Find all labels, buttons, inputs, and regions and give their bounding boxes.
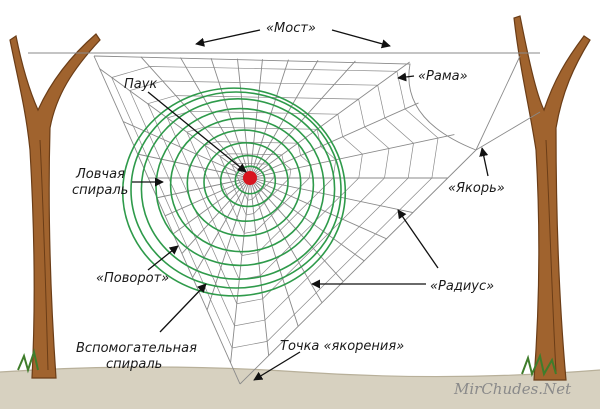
label-aux-spiral-2: спираль: [106, 357, 162, 372]
web-radius-thread: [249, 60, 356, 179]
web-radius-thread: [137, 153, 251, 179]
left-tree-icon: [9, 33, 101, 379]
watermark: MirChudes.Net: [453, 380, 572, 398]
web-radius-thread: [249, 177, 270, 356]
arrow-bridge-right: [331, 29, 391, 49]
capture-spiral-ring: [140, 98, 336, 280]
capture-spiral-ring: [234, 165, 266, 195]
auxiliary-ring: [204, 141, 312, 234]
web-radius-thread: [230, 177, 251, 363]
web-radius-thread: [206, 177, 251, 311]
auxiliary-ring: [129, 80, 414, 327]
web-radius-thread: [157, 177, 251, 199]
web-radius-thread: [249, 177, 323, 303]
web-radius-thread: [249, 177, 387, 240]
web-radius-thread: [249, 177, 365, 262]
label-bridge: «Мост»: [266, 21, 316, 36]
web-radius-thread: [249, 177, 413, 214]
label-anchor-point: Точка «якорения»: [280, 339, 404, 354]
web-radius-thread: [249, 177, 344, 282]
arrow-turn: [147, 245, 179, 271]
capture-spiral-ring: [219, 154, 277, 208]
auxiliary-ring: [147, 95, 390, 305]
web-radius-thread: [192, 177, 251, 278]
capture-spiral-ring: [203, 142, 289, 223]
web-radius-thread: [249, 61, 410, 179]
web-radius-thread: [249, 59, 263, 179]
label-capture-spiral-1: Ловчая: [75, 167, 125, 182]
capture-spiral-ring: [121, 87, 347, 297]
label-aux-spiral-1: Вспомогательная: [76, 341, 197, 356]
capture-spiral-ring: [169, 117, 315, 253]
web-radius-thread: [249, 59, 289, 179]
spider-dot-icon: [243, 171, 257, 185]
capture-spiral: [121, 87, 347, 297]
label-anchor: «Якорь»: [448, 181, 505, 196]
label-turn: «Поворот»: [96, 271, 169, 286]
label-frame: «Рама»: [418, 69, 468, 84]
web-radii: [99, 56, 455, 363]
arrow-radius-top: [397, 209, 439, 269]
right-tree-icon: [513, 15, 591, 381]
arrow-spider: [147, 91, 247, 173]
web-radius-thread: [140, 56, 251, 179]
annotation-arrows: [132, 29, 489, 381]
auxiliary-ring: [166, 110, 363, 281]
arrow-frame: [397, 72, 415, 82]
capture-spiral-ring: [155, 107, 325, 267]
arrow-anchor: [479, 147, 489, 177]
auxiliary-ring: [219, 153, 292, 216]
capture-spiral-ring: [130, 91, 342, 289]
capture-spiral-ring: [186, 129, 302, 237]
label-spider: Паук: [124, 77, 157, 92]
web-radius-thread: [180, 57, 251, 179]
web-radius-thread: [122, 121, 251, 179]
web-radius-thread: [249, 102, 419, 179]
web-radius-thread: [249, 134, 455, 179]
arrow-bridge-left: [195, 29, 261, 47]
auxiliary-ring: [231, 163, 275, 201]
arrow-aux-spiral: [159, 283, 207, 333]
web-radius-thread: [210, 58, 251, 179]
arrow-anchor-point: [253, 351, 301, 381]
label-radius: «Радиус»: [430, 279, 494, 294]
web-frame: [28, 52, 541, 385]
ground: [0, 366, 600, 409]
web-radius-thread: [181, 177, 251, 254]
web-radius-thread: [99, 68, 251, 179]
auxiliary-spiral-threads: [111, 66, 439, 349]
label-capture-spiral-2: спираль: [72, 183, 128, 198]
web-radius-thread: [249, 177, 299, 327]
